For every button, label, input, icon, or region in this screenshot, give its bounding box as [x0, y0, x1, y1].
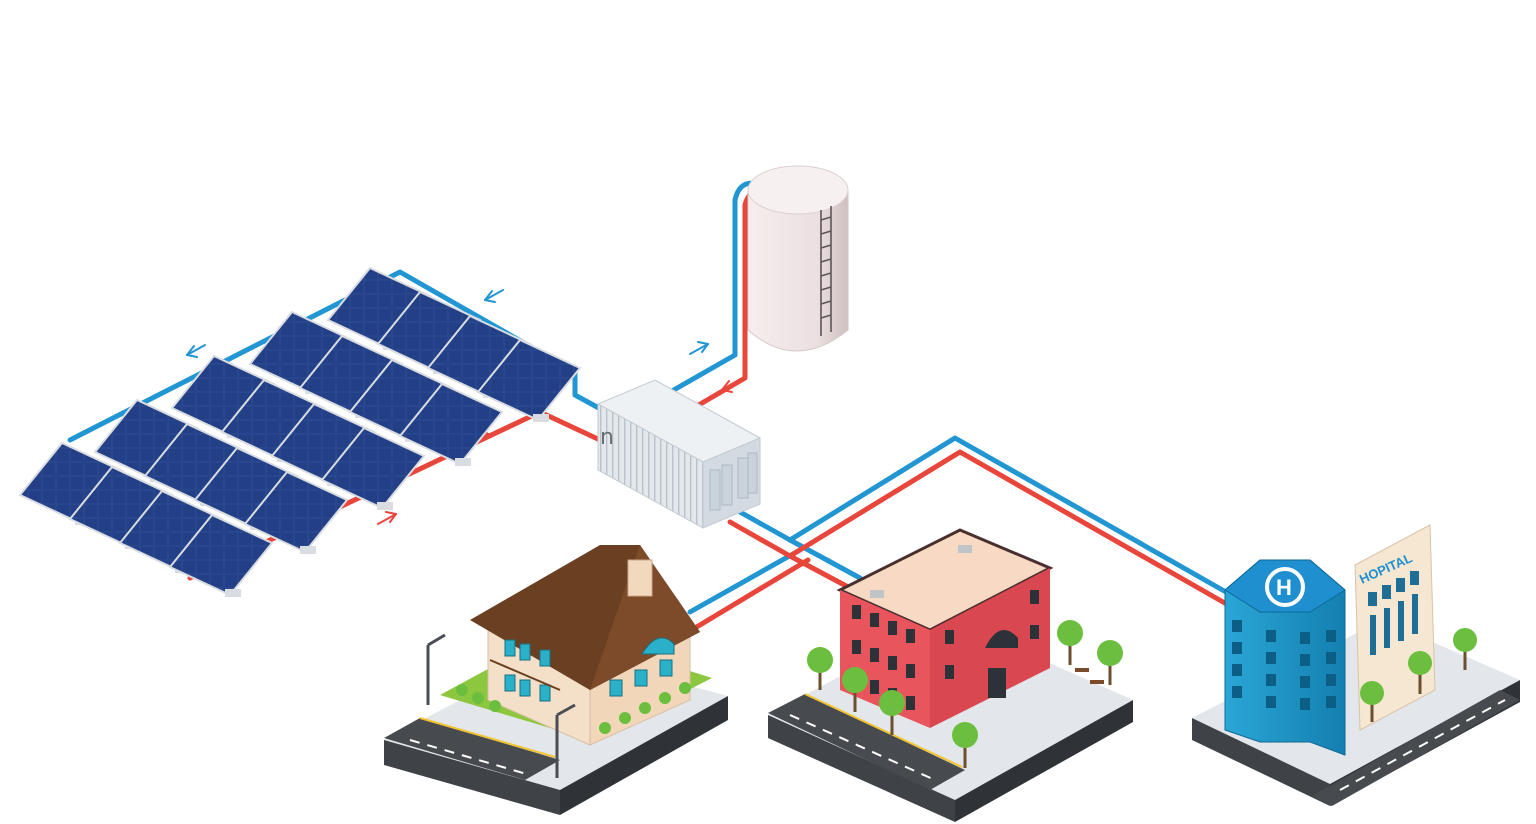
panel-stand — [455, 458, 471, 466]
flow-arrows — [186, 289, 741, 525]
arrow-return-tank — [689, 341, 709, 355]
panel-stand — [533, 414, 549, 422]
helipad — [1265, 567, 1305, 607]
solar-panel-8 — [243, 470, 349, 554]
supply-pipe-distribution — [727, 449, 1233, 609]
road — [384, 718, 560, 780]
arrow-return-solar-2 — [186, 344, 206, 358]
solar-panel-16 — [398, 382, 504, 466]
house-icon — [384, 545, 728, 815]
supply-pipe-school — [787, 553, 853, 591]
solar-panel-array-icon — [18, 266, 582, 597]
container-label: n — [600, 425, 614, 450]
road — [768, 694, 965, 790]
arrow-supply-solar — [377, 511, 397, 525]
supply-pipe-house — [692, 557, 811, 631]
panel-stand — [225, 589, 241, 597]
street-lamp-icon — [426, 633, 576, 778]
solar-panel-4 — [168, 513, 274, 597]
helipad-letter: H — [1276, 575, 1292, 600]
panel-stand — [300, 546, 316, 554]
storage-tank-icon — [747, 165, 849, 352]
hospital-icon: HOPITAL H — [1192, 524, 1520, 806]
arrow-return-solar-1 — [484, 289, 504, 303]
tree-icon — [807, 620, 1123, 768]
school-building-icon — [768, 528, 1133, 822]
container-icon: n — [596, 379, 762, 529]
return-pipe-house — [687, 547, 803, 615]
arrow-supply-tank — [721, 379, 741, 393]
solar-panel-12 — [320, 426, 426, 510]
return-pipe-distribution — [737, 435, 1243, 603]
solar-panel-20 — [476, 338, 582, 422]
road-marking — [409, 739, 531, 776]
bench-icon — [1075, 668, 1104, 684]
tree-icon — [1360, 628, 1477, 722]
panel-stand — [377, 502, 393, 510]
tank-ladder — [820, 206, 832, 336]
